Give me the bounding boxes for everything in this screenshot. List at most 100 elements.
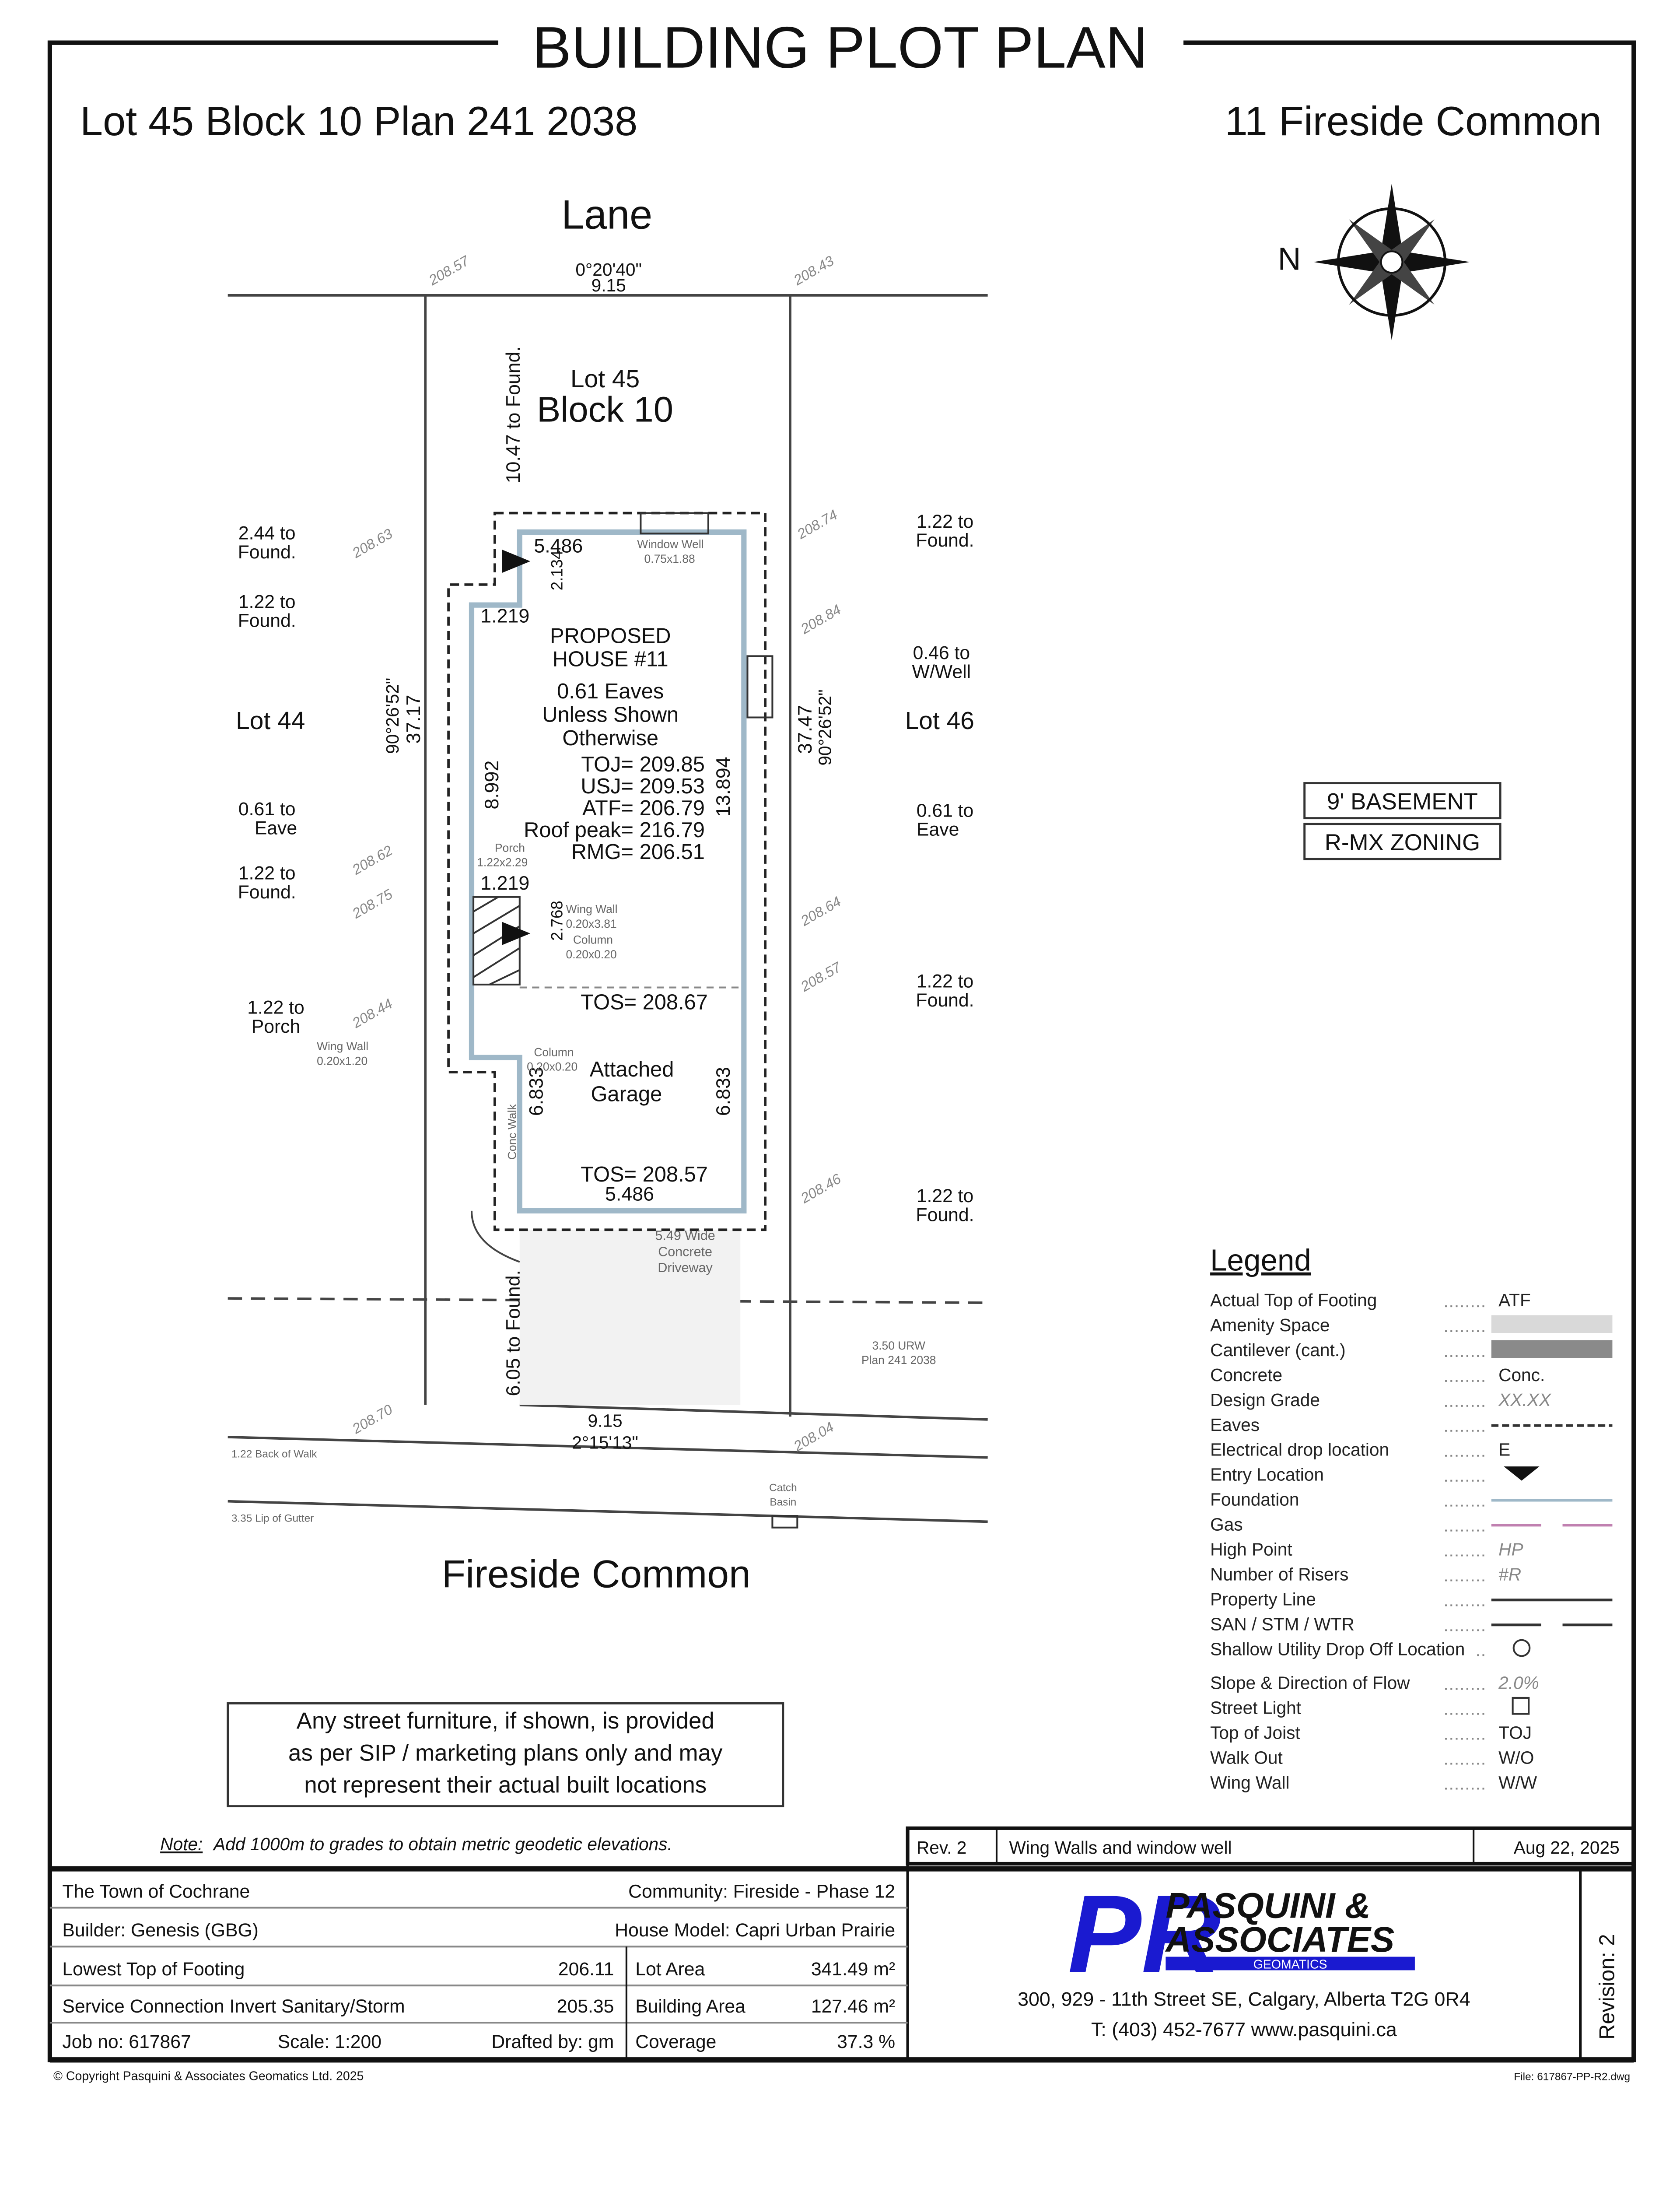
legend-label: Walk Out: [1210, 1747, 1283, 1767]
legend-symbol: [1512, 1639, 1531, 1657]
svg-text:Found.: Found.: [916, 990, 974, 1011]
svg-text:208.63: 208.63: [349, 526, 395, 561]
legend-item: Wing Wall W/W: [1210, 1772, 1537, 1792]
legend-label: Slope & Direction of Flow: [1210, 1673, 1410, 1693]
note-label: Note:: [160, 1834, 203, 1854]
svg-text:TOS= 208.67: TOS= 208.67: [581, 991, 708, 1014]
svg-text:1.22 to: 1.22 to: [917, 511, 974, 532]
title-block: [49, 1863, 1634, 2060]
svg-text:Service Connection Invert Sani: Service Connection Invert Sanitary/Storm: [62, 1996, 405, 2017]
street-furniture-note: Any street furniture, if shown, is provi…: [227, 1702, 784, 1808]
legend-symbol: Conc.: [1498, 1365, 1545, 1385]
svg-text:0.20x3.81: 0.20x3.81: [566, 917, 617, 930]
house-dims: 5.486 1.219 1.219 5.486 8.992 13.894 6.8…: [480, 535, 734, 1205]
front-bearing: 2°15'13": [572, 1433, 638, 1453]
svg-text:1.22 to: 1.22 to: [917, 971, 974, 992]
legend-label: High Point: [1210, 1539, 1292, 1560]
svg-text:Column: Column: [573, 933, 613, 947]
legend-symbol: 2.0%: [1498, 1673, 1539, 1693]
svg-text:HOUSE #11: HOUSE #11: [553, 648, 668, 671]
svg-text:2.44 to: 2.44 to: [238, 523, 296, 544]
legend-label: Shallow Utility Drop Off Location: [1210, 1639, 1465, 1659]
legend-symbol: E: [1498, 1440, 1510, 1460]
svg-text:Window Well: Window Well: [637, 538, 704, 551]
svg-text:TOS= 208.57: TOS= 208.57: [581, 1163, 708, 1186]
legend-symbol: [1504, 1466, 1540, 1481]
svg-text:ATF= 206.79: ATF= 206.79: [582, 796, 705, 820]
svg-text:GEOMATICS: GEOMATICS: [1253, 1958, 1327, 1972]
svg-text:Scale: 1:200: Scale: 1:200: [278, 2031, 382, 2052]
svg-text:3.50 URW: 3.50 URW: [872, 1339, 926, 1352]
svg-text:Drafted by: gm: Drafted by: gm: [491, 2031, 614, 2052]
legend-item: Concrete Conc.: [1210, 1365, 1545, 1385]
left-depth: 37.17: [402, 695, 424, 744]
svg-text:Concrete: Concrete: [658, 1244, 712, 1259]
svg-text:Porch: Porch: [495, 841, 525, 854]
svg-text:Wing Wall: Wing Wall: [317, 1040, 368, 1053]
legend-item: Entry Location: [1210, 1465, 1540, 1485]
svg-text:0.75x1.88: 0.75x1.88: [644, 552, 695, 565]
svg-text:not represent their actual bui: not represent their actual built locatio…: [304, 1772, 707, 1798]
company-logo: PR PASQUINI & ASSOCIATES GEOMATICS: [1068, 1872, 1415, 1995]
svg-text:9' BASEMENT: 9' BASEMENT: [1327, 789, 1478, 815]
back-of-walk-label: 1.22 Back of Walk: [231, 1448, 317, 1460]
svg-text:5.486: 5.486: [605, 1183, 654, 1205]
company-contact: T: (403) 452-7677 www.pasquini.ca: [1091, 2019, 1397, 2041]
house-small-notes: Window Well 0.75x1.88 Porch 1.22x2.29 Wi…: [317, 538, 704, 1160]
legend-label: Concrete: [1210, 1365, 1282, 1385]
legend-item: Street Light: [1210, 1697, 1530, 1718]
legend-label: Design Grade: [1210, 1390, 1320, 1410]
company-address: 300, 929 - 11th Street SE, Calgary, Albe…: [1018, 1988, 1470, 2010]
frame: [47, 40, 1636, 2062]
legend-label: Cantilever (cant.): [1210, 1340, 1346, 1360]
legend-item: Shallow Utility Drop Off Location: [1210, 1639, 1531, 1659]
svg-text:6.833: 6.833: [525, 1067, 547, 1116]
legend-label: Entry Location: [1210, 1465, 1324, 1485]
note-text: Add 1000m to grades to obtain metric geo…: [213, 1834, 672, 1854]
svg-text:Lot Area: Lot Area: [635, 1959, 705, 1980]
svg-text:Wing Wall: Wing Wall: [566, 902, 618, 915]
legend-symbol: [1491, 1340, 1613, 1358]
catch-basin-label: Basin: [770, 1497, 796, 1508]
svg-text:208.70: 208.70: [349, 1401, 395, 1437]
entry-location-icon: [502, 549, 531, 573]
svg-text:2.134: 2.134: [548, 551, 566, 591]
garage-notes: TOS= 208.67 Attached Garage TOS= 208.57: [581, 991, 708, 1187]
legend-symbol: W/W: [1498, 1772, 1537, 1792]
svg-text:1.22 to: 1.22 to: [247, 997, 304, 1018]
svg-text:Coverage: Coverage: [635, 2031, 716, 2052]
svg-text:Found.: Found.: [916, 1204, 974, 1225]
legend-label: Electrical drop location: [1210, 1440, 1389, 1460]
svg-text:0.61 to: 0.61 to: [238, 799, 296, 820]
legend-label: Wing Wall: [1210, 1772, 1289, 1792]
svg-text:Eave: Eave: [255, 817, 297, 838]
svg-text:Found.: Found.: [238, 882, 296, 903]
svg-text:208.57: 208.57: [426, 252, 472, 288]
svg-text:1.219: 1.219: [480, 872, 529, 894]
north-label: N: [1278, 241, 1301, 277]
legend-label: SAN / STM / WTR: [1210, 1614, 1354, 1634]
entry-location-icon: [502, 922, 531, 945]
legend-label: Street Light: [1210, 1698, 1301, 1718]
legend-label: Eaves: [1210, 1415, 1260, 1435]
legal-description: Lot 45 Block 10 Plan 241 2038: [80, 98, 637, 144]
porch-hatch-lines: [472, 896, 520, 985]
svg-text:Porch: Porch: [252, 1016, 301, 1037]
legend-item: SAN / STM / WTR: [1210, 1614, 1613, 1634]
svg-text:Roof peak= 216.79: Roof peak= 216.79: [524, 818, 705, 842]
svg-text:208.04: 208.04: [791, 1419, 836, 1454]
legend-item: Slope & Direction of Flow 2.0%: [1210, 1673, 1539, 1693]
svg-text:1.219: 1.219: [480, 605, 529, 627]
svg-text:ASSOCIATES: ASSOCIATES: [1165, 1920, 1394, 1960]
svg-text:208.44: 208.44: [349, 996, 395, 1031]
svg-text:0.20x1.20: 0.20x1.20: [317, 1054, 368, 1067]
front-width: 9.15: [588, 1411, 622, 1431]
svg-text:13.894: 13.894: [712, 757, 734, 817]
svg-text:2.768: 2.768: [548, 901, 566, 941]
svg-text:as per SIP / marketing plans o: as per SIP / marketing plans only and ma…: [288, 1740, 723, 1766]
svg-text:208.46: 208.46: [798, 1171, 844, 1206]
